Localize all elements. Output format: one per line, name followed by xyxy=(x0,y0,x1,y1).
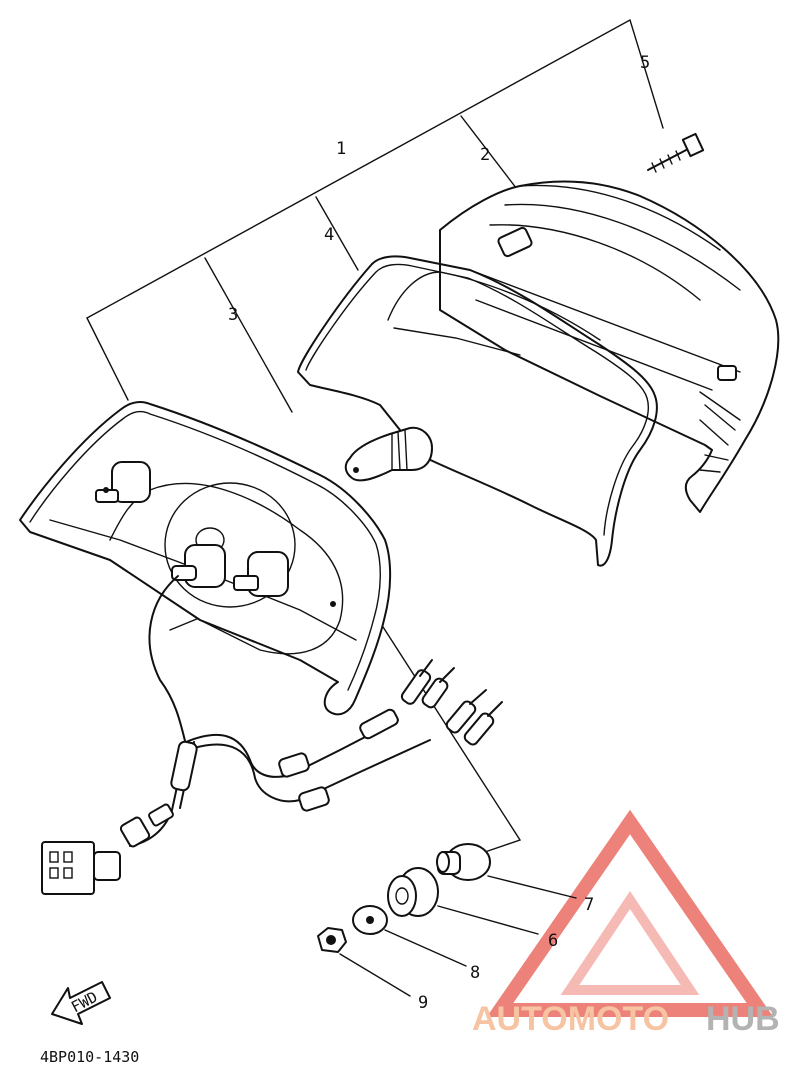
gasket-part-4 xyxy=(297,255,658,567)
watermark-text-gray: HUB xyxy=(706,1000,780,1038)
leader-8 xyxy=(384,929,467,967)
label-part-1: 1 xyxy=(336,139,346,159)
leader-7 xyxy=(487,875,577,899)
bulb-part-3 xyxy=(344,426,433,482)
screw-part-5 xyxy=(647,132,705,173)
socket-left xyxy=(95,461,151,503)
bracket-1-main xyxy=(86,18,664,319)
label-part-4: 4 xyxy=(324,225,334,245)
part-labels: 1 2 3 4 5 6 7 8 9 xyxy=(228,53,650,1013)
label-part-5: 5 xyxy=(640,53,650,73)
tail-light-body-part-1 xyxy=(19,401,392,716)
bracket-1-left-drop xyxy=(86,317,129,401)
wiring-harness xyxy=(41,575,503,895)
label-part-8: 8 xyxy=(470,963,480,983)
leader-9 xyxy=(339,953,411,997)
watermark-text-orange: AUTOMOTO xyxy=(472,1000,669,1038)
diagram-code: 4BP010-1430 xyxy=(40,1048,139,1066)
bracket-4-leader xyxy=(315,196,359,271)
label-part-2: 2 xyxy=(480,145,490,165)
leader-6 xyxy=(437,905,539,935)
label-part-6: 6 xyxy=(548,931,558,951)
label-part-3: 3 xyxy=(228,305,238,325)
nut-part-9 xyxy=(317,927,347,953)
bracket-3-leader xyxy=(204,257,293,413)
bracket-2-leader xyxy=(460,115,521,194)
washer-part-8 xyxy=(352,905,388,935)
label-part-7: 7 xyxy=(584,895,594,915)
lens-part-2 xyxy=(439,180,780,513)
fwd-arrow-icon: FWD xyxy=(51,981,111,1025)
grommet-part-6 xyxy=(387,867,439,917)
socket-right xyxy=(233,551,289,597)
label-part-9: 9 xyxy=(418,993,428,1013)
watermark-logo: AUTOMOTO HUB xyxy=(472,809,780,1038)
collar-part-7 xyxy=(436,843,491,881)
